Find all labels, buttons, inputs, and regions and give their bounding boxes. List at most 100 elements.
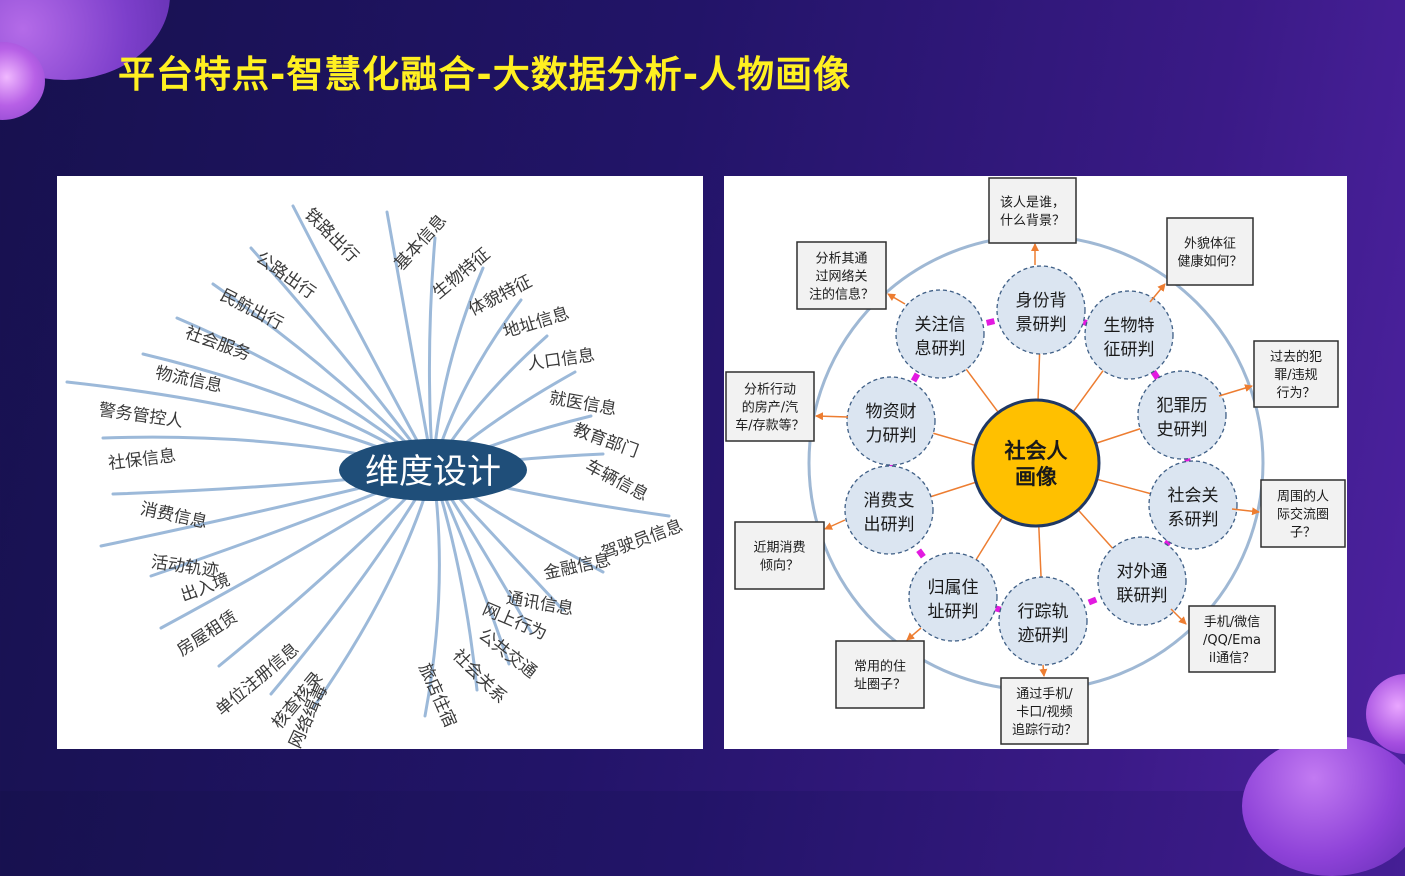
spoke-line (975, 517, 1003, 560)
dimension-label: 社会服务 (182, 323, 253, 365)
dimension-label: 就医信息 (548, 388, 618, 420)
research-node-label: 史研判 (1157, 420, 1208, 440)
research-node-label: 物资财 (866, 402, 917, 422)
dimension-label: 公路出行 (252, 248, 319, 303)
question-box-text: 际交流圈 (1277, 507, 1329, 523)
research-node-label: 行踪轨 (1018, 602, 1069, 622)
question-arrow (1170, 608, 1187, 625)
question-box-text: 址圈子？ (854, 678, 906, 693)
research-node-label: 景研判 (1016, 315, 1067, 335)
research-node (1084, 290, 1174, 380)
question-arrow (1231, 507, 1260, 516)
question-box-text: 常用的住 (854, 659, 906, 675)
dimension-center-label: 维度设计 (365, 452, 501, 492)
research-node (1097, 536, 1187, 626)
question-box-text: 分析行动 (744, 383, 796, 398)
dimension-label: 人口信息 (526, 345, 596, 374)
spoke-line (1073, 370, 1104, 412)
question-arrow (1039, 664, 1048, 677)
research-node-label: 出研判 (864, 515, 915, 535)
question-box-text: 卡口/视频 (1016, 705, 1072, 720)
research-node-label: 对外通 (1117, 562, 1168, 582)
social-portrait-panel: 社会人画像身份背景研判生物特征研判犯罪历史研判社会关系研判对外通联研判行踪轨迹研… (724, 176, 1347, 749)
research-node-label: 迹研判 (1018, 626, 1069, 646)
dimension-center-ellipse (339, 439, 527, 501)
portrait-center-label: 画像 (1015, 465, 1058, 489)
dimension-label: 警务管控人 (97, 400, 184, 432)
question-box-text: 车/存款等？ (735, 418, 804, 434)
spoke-line (1078, 510, 1114, 549)
research-node-label: 征研判 (1104, 340, 1155, 360)
research-node (844, 465, 934, 555)
research-node-label: 息研判 (915, 339, 966, 359)
research-node (895, 289, 985, 379)
dimension-branch-curve (427, 236, 437, 472)
ring-link-mark (1087, 596, 1098, 606)
research-node-label: 址研判 (928, 602, 979, 622)
research-node (998, 576, 1088, 666)
question-box (1000, 677, 1089, 745)
question-box-text: 外貌体征 (1184, 237, 1236, 252)
spoke-line (1037, 353, 1041, 400)
question-arrow (906, 627, 922, 641)
spoke-line (1096, 428, 1141, 444)
dimension-label: 民航出行 (217, 286, 287, 335)
question-box-text: 罪/违规 (1274, 368, 1317, 383)
ring-link-mark (910, 372, 921, 383)
social-portrait-diagram: 社会人画像身份背景研判生物特征研判犯罪历史研判社会关系研判对外通联研判行踪轨迹研… (725, 177, 1346, 745)
question-box-text: 手机/微信 (1204, 615, 1260, 630)
question-box-text: 的房产/汽 (742, 400, 798, 416)
spoke-line (930, 481, 976, 498)
question-box-text: 追踪行动？ (1012, 722, 1077, 738)
dimension-label: 车辆信息 (582, 456, 651, 506)
question-box-text: 分析其通 (815, 252, 867, 267)
decor-orb-bottom-right (1242, 736, 1405, 876)
question-box-text: 什么背景？ (1000, 214, 1065, 229)
ring-link-mark (916, 548, 926, 559)
spoke-line (933, 432, 975, 446)
spoke-line (965, 368, 999, 413)
dimension-label: 基本信息 (391, 211, 451, 275)
dimension-label: 旅店住宿 (414, 660, 460, 730)
question-arrow (1218, 384, 1253, 397)
question-box (1253, 340, 1339, 408)
question-box (835, 640, 925, 709)
question-arrow (887, 293, 906, 305)
research-node-label: 联研判 (1117, 586, 1168, 606)
research-node-label: 消费支 (864, 491, 915, 511)
dimension-branch-curve (217, 468, 435, 668)
question-box (988, 177, 1077, 244)
question-box-text: 周围的人 (1277, 489, 1329, 505)
research-node-label: 关注信 (915, 315, 966, 335)
spoke-line (1038, 526, 1042, 578)
question-box-text: 健康如何？ (1177, 254, 1242, 270)
research-node (846, 376, 936, 466)
question-arrow (815, 412, 849, 421)
dimension-branch-curve (291, 204, 435, 472)
question-box-text: 近期消费 (753, 541, 805, 556)
research-node (1148, 460, 1238, 550)
question-box-text: il通信？ (1209, 651, 1255, 666)
question-box-text: 注的信息？ (809, 287, 874, 303)
question-box-text: 过网络关 (815, 269, 867, 285)
dimension-label: 地址信息 (501, 303, 572, 342)
research-node-label: 社会关 (1168, 486, 1219, 506)
research-node (1137, 370, 1227, 460)
dimension-design-diagram: 铁路出行公路出行民航出行社会服务物流信息警务管控人社保信息基本信息生物特征体貌特… (65, 204, 686, 749)
question-box (1188, 605, 1276, 673)
dimension-branch-curve (385, 210, 435, 472)
dimension-label: 驾驶员信息 (599, 516, 686, 564)
question-arrow (824, 519, 846, 530)
dimension-label: 社保信息 (107, 446, 177, 474)
portrait-center-label: 社会人 (1004, 439, 1068, 463)
slide-title: 平台特点-智慧化融合-大数据分析-人物画像 (118, 53, 852, 96)
research-node-label: 力研判 (866, 426, 917, 446)
research-node-label: 身份背 (1016, 291, 1067, 311)
question-box-text: 倾向？ (760, 558, 799, 574)
research-node (996, 265, 1086, 355)
dimension-design-panel: 铁路出行公路出行民航出行社会服务物流信息警务管控人社保信息基本信息生物特征体貌特… (57, 176, 703, 749)
question-box-text: /QQ/Ema (1203, 633, 1261, 648)
research-node (908, 552, 998, 642)
research-node-label: 系研判 (1168, 510, 1219, 530)
question-box-text: 子？ (1290, 526, 1316, 541)
